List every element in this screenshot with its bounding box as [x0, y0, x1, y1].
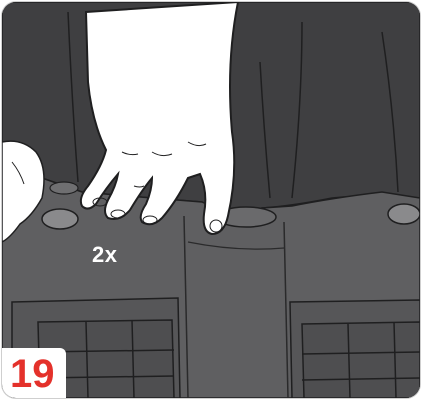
button-hole [388, 204, 420, 224]
assembly-illustration [2, 2, 420, 398]
base-grid-right [290, 300, 420, 398]
button-hole [50, 182, 78, 194]
button-hole [42, 209, 78, 229]
instruction-panel: 2x 19 [2, 2, 420, 398]
quantity-label: 2x [92, 242, 117, 268]
step-number: 19 [10, 352, 55, 396]
